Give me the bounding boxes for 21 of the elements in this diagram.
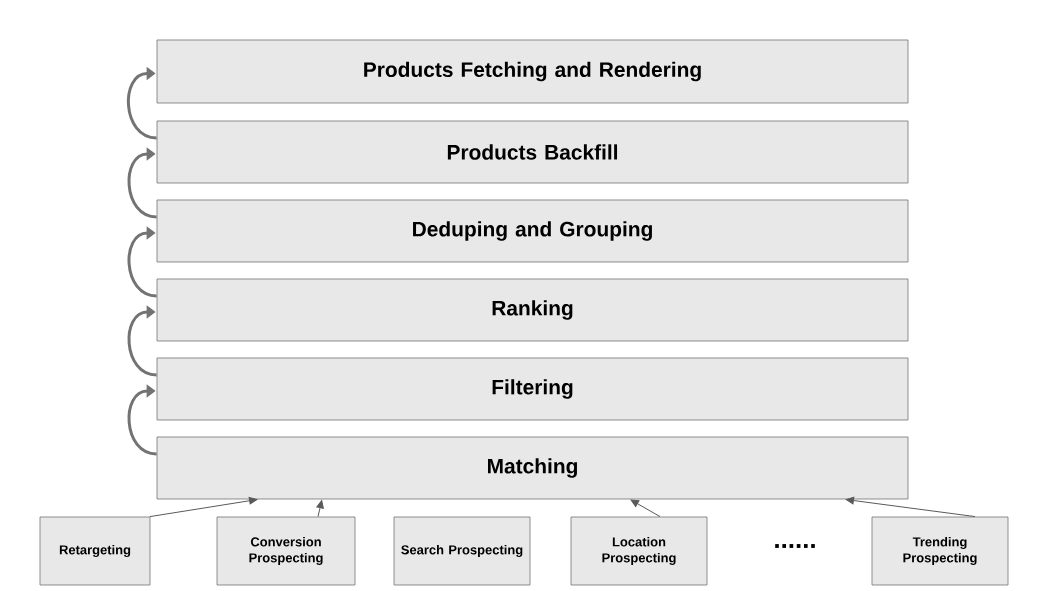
stage-box: Filtering [156,357,909,421]
stage-box: Matching [156,436,909,500]
curved-arrow [127,226,157,298]
source-box: Search Prospecting [393,516,531,586]
curved-arrow [127,305,157,377]
source-box: Conversion Prospecting [216,516,356,586]
stage-box: Deduping and Grouping [156,199,909,263]
source-box: Retargeting [39,516,151,586]
arrow [630,499,661,518]
source-box: Location Prospecting [570,516,708,586]
curved-arrow [127,384,157,456]
arrow [845,496,976,518]
stage-box: Products Fetching and Rendering [156,39,909,104]
stage-box: Products Backfill [156,120,909,184]
source-box: Trending Prospecting [871,516,1009,586]
arrow [316,500,324,518]
stage-box: Ranking [156,278,909,342]
ellipsis-dots: ...... [775,544,815,548]
curved-arrow [127,147,157,219]
arrow [149,496,258,518]
curved-arrow [127,66,157,140]
